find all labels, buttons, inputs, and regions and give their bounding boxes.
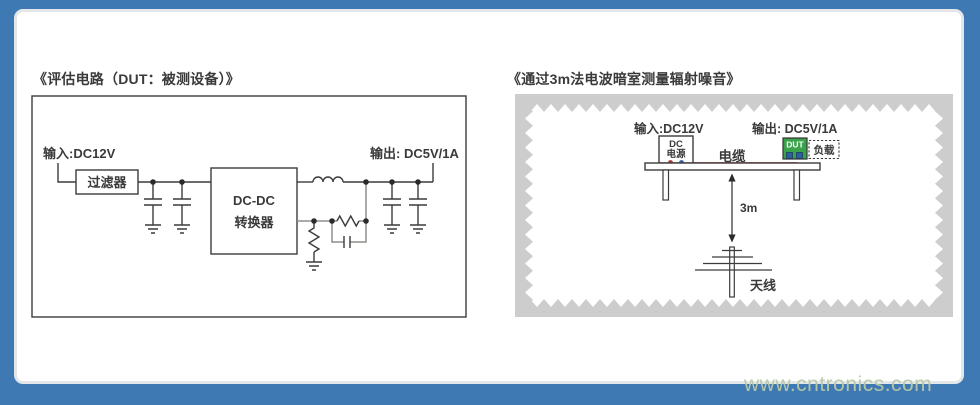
input-lead-wire <box>57 163 76 183</box>
absorber-teeth-bottom <box>523 299 943 307</box>
feedback-capacitor <box>343 236 351 248</box>
output-capacitor-1 <box>383 182 401 234</box>
feedback-network <box>297 182 367 271</box>
absorber-teeth-left <box>525 104 533 307</box>
input-capacitor-2 <box>173 182 191 234</box>
feedback-shunt-resistor <box>306 221 322 271</box>
dc-source-block: DC 电源 <box>658 135 694 165</box>
circuit-input-label: 输入:DC12V <box>43 146 116 161</box>
load-label: 负载 <box>814 144 835 157</box>
distance-label: 3m <box>740 201 757 215</box>
circuit-output-label: 输出: DC5V/1A <box>370 146 459 161</box>
antenna-mast <box>729 246 735 298</box>
dut-terminal-2 <box>796 152 803 159</box>
content-card <box>14 9 964 384</box>
absorber-teeth-right <box>935 104 943 307</box>
input-capacitor-1 <box>144 182 162 234</box>
output-wire <box>343 163 434 183</box>
dc-source-label-line2: 电源 <box>666 148 686 160</box>
output-inductor <box>312 176 344 183</box>
arrowhead-down <box>728 234 736 243</box>
chamber-input-label: 输入:DC12V <box>634 121 704 136</box>
test-table <box>644 162 821 201</box>
arrowhead-up <box>728 173 736 182</box>
feedback-wires <box>297 182 367 243</box>
table-leg-right <box>793 169 801 201</box>
chamber-output-label: 输出: DC5V/1A <box>752 121 837 136</box>
dcdc-converter-block: DC-DC 转换器 <box>210 167 298 255</box>
output-capacitor-2 <box>409 182 427 234</box>
dc-source-label-line1: DC <box>669 139 683 150</box>
watermark-text: www.cntronics.com <box>744 373 933 396</box>
antenna-elements <box>695 249 772 271</box>
dut-label: DUT <box>786 140 804 150</box>
feedback-series-resistor <box>336 214 360 228</box>
table-top <box>644 162 821 171</box>
left-panel-title: 《评估电路（DUT：被测设备）》 <box>33 71 240 87</box>
evaluation-circuit-diagram: 输入:DC12V 过滤器 DC-DC 转换器 <box>31 95 467 318</box>
filter-block: 过滤器 <box>75 169 139 195</box>
junction-dots <box>150 179 421 224</box>
absorber-teeth-top <box>523 104 943 112</box>
dcdc-label-line1: DC-DC <box>233 193 275 208</box>
filter-label: 过滤器 <box>87 175 127 190</box>
chamber-walls <box>515 94 953 317</box>
table-leg-left <box>662 169 670 201</box>
circuit-border-box <box>31 95 467 318</box>
cable-label: 电缆 <box>719 148 747 164</box>
dut-terminal-1 <box>786 152 793 159</box>
dut-block: DUT <box>782 137 808 160</box>
antenna-label: 天线 <box>750 278 776 293</box>
load-block: 负载 <box>808 139 840 160</box>
right-panel-title: 《通过3m法电波暗室测量辐射噪音》 <box>507 71 741 87</box>
distance-arrow: 3m <box>728 173 757 243</box>
anechoic-chamber-diagram: 输入:DC12V 输出: DC5V/1A DC 电源 电缆 DUT 负载 <box>515 94 953 317</box>
dcdc-label-line2: 转换器 <box>234 215 274 230</box>
antenna: 天线 <box>695 246 776 298</box>
